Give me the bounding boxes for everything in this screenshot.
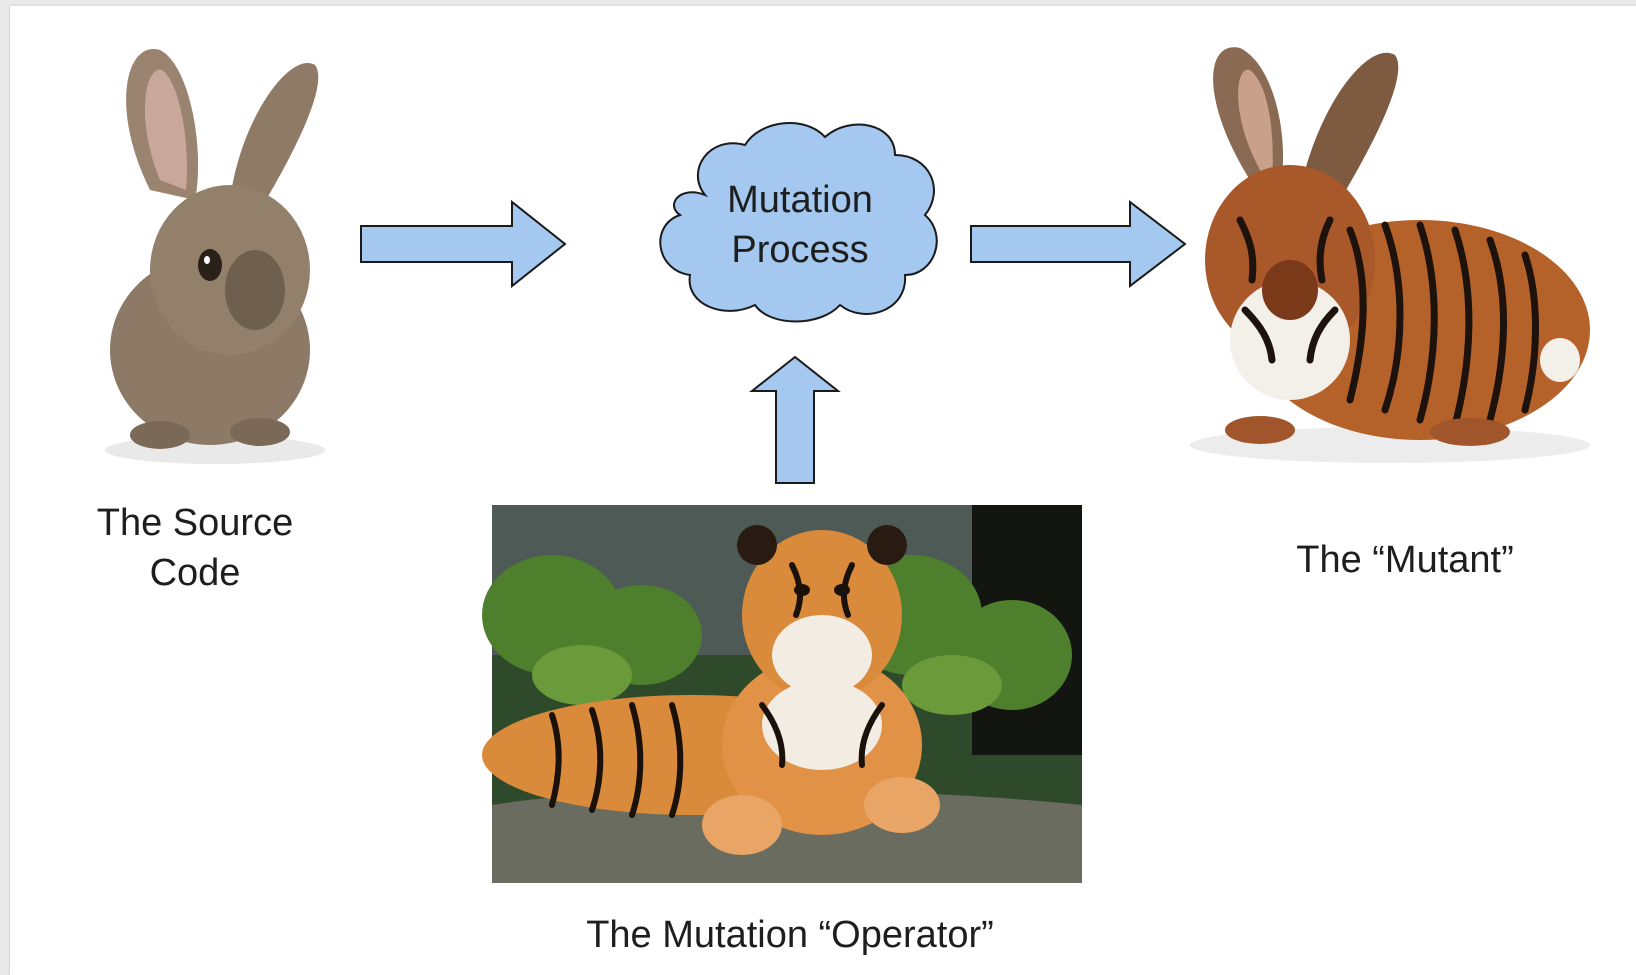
arrow-source-to-process (360, 199, 567, 289)
arrow-operator-to-process (749, 355, 841, 484)
source-rabbit-image (105, 49, 325, 464)
mutation-process-label: Mutation Process (727, 179, 873, 271)
tiger-operator-image (482, 505, 1082, 883)
arrow-process-to-mutant (970, 199, 1187, 289)
mutant-label: The “Mutant” (1296, 539, 1514, 581)
mutation-operator-label: The Mutation “Operator” (586, 914, 994, 956)
mutation-process-cloud (659, 122, 938, 323)
mutant-rabbit-image (1190, 47, 1590, 463)
source-code-label: The Source Code (96, 502, 294, 594)
